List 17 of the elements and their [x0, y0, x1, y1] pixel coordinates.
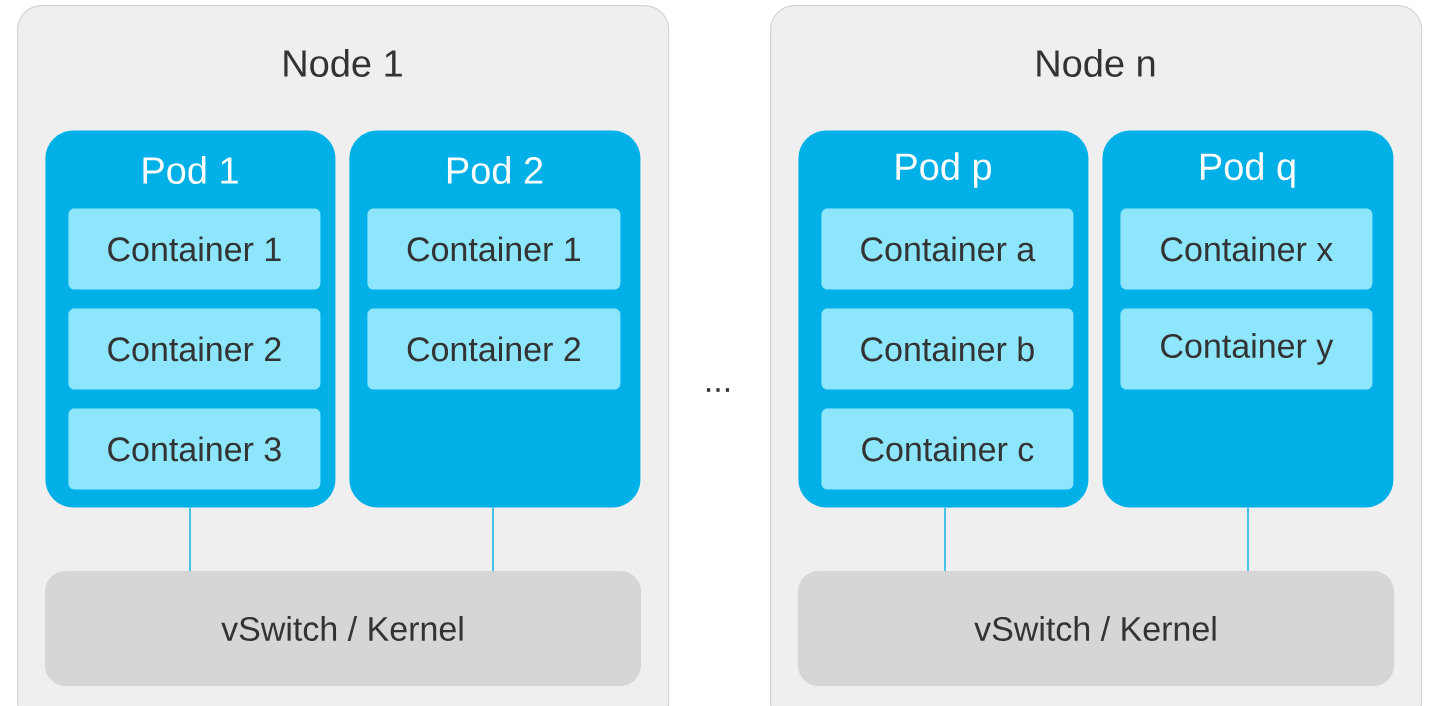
container-box: Container c — [821, 408, 1074, 490]
connector-line — [1247, 507, 1249, 572]
container-box: Container a — [821, 208, 1074, 290]
container-box: Container 1 — [68, 208, 321, 290]
ellipsis: ... — [706, 388, 730, 392]
connector-line — [944, 507, 946, 572]
container-box: Container x — [1120, 208, 1373, 290]
switch-bar: vSwitch / Kernel — [45, 571, 641, 686]
container-box: Container b — [821, 308, 1074, 390]
container-box: Container 1 — [367, 208, 621, 290]
connector-line — [492, 507, 494, 572]
container-box: Container y — [1120, 308, 1373, 390]
switch-bar: vSwitch / Kernel — [798, 571, 1394, 686]
connector-line — [189, 507, 191, 572]
container-box: Container 2 — [68, 308, 321, 390]
container-box: Container 3 — [68, 408, 321, 490]
container-box: Container 2 — [367, 308, 621, 390]
